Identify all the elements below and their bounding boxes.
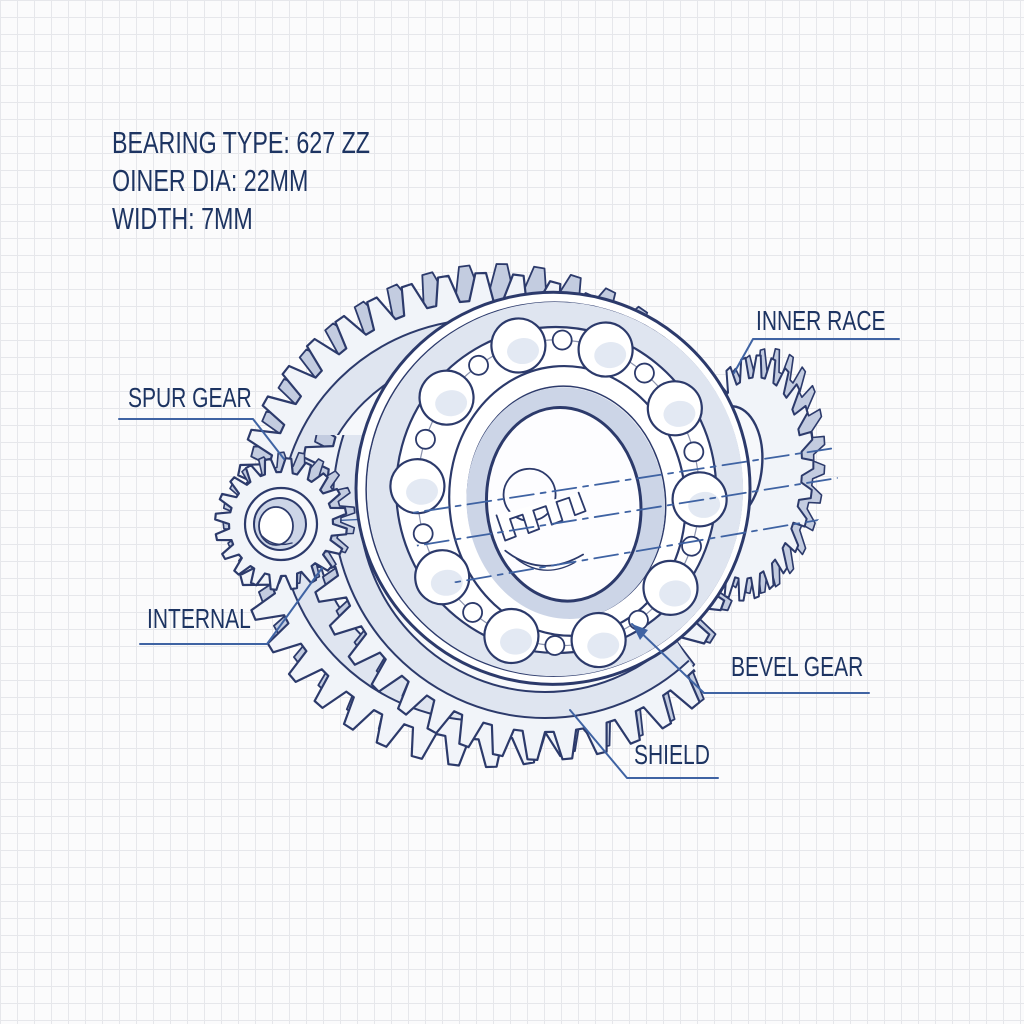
label-shield: SHIELD	[634, 739, 710, 770]
ball-drawing	[646, 380, 703, 437]
cage-rivet-drawing	[462, 602, 484, 623]
leader-spur-gear	[118, 418, 285, 460]
leader-inner-race	[733, 338, 900, 374]
cage-rivet-drawing	[412, 523, 434, 545]
ball-bearing-drawing	[354, 290, 752, 686]
leader-shield	[569, 709, 719, 779]
label-spur-gear: SPUR GEAR	[128, 382, 252, 413]
cage-rivet-drawing	[681, 535, 702, 557]
ball-drawing	[483, 607, 540, 665]
cage-rivet-drawing	[468, 354, 489, 376]
ball-drawing	[490, 317, 547, 374]
cage-rivet-drawing	[415, 428, 436, 450]
cage-rivet-drawing	[551, 329, 573, 351]
cage-rivet-drawing	[544, 635, 566, 656]
label-internal: INTERNAL	[147, 603, 251, 634]
label-bevel-gear: BEVEL GEAR	[731, 651, 864, 682]
spec-line-outer-dia: OINER DIA: 22MM	[112, 163, 309, 198]
spec-line-width: WIDTH: 7MM	[112, 201, 253, 236]
spec-line-bearing-type: BEARING TYPE: 627 ZZ	[112, 125, 370, 160]
spline-shaft-drawing	[495, 491, 587, 542]
ball-drawing	[577, 321, 634, 378]
cage-rivet-drawing	[634, 362, 655, 384]
label-inner-race: INNER RACE	[756, 305, 886, 336]
ball-drawing	[570, 611, 627, 669]
cage-rivet-drawing	[683, 441, 705, 463]
leader-arrowhead	[632, 624, 648, 640]
spur-gear-drawing	[214, 451, 356, 591]
ball-drawing	[642, 559, 699, 616]
ball-drawing	[414, 549, 471, 606]
ball-drawing	[389, 458, 446, 515]
bore-drawing	[484, 405, 643, 603]
callout-leaders	[118, 338, 900, 779]
leader-bevel-gear	[631, 623, 870, 694]
leader-internal	[139, 567, 323, 645]
ball-drawing	[418, 369, 475, 426]
spec-block: BEARING TYPE: 627 ZZ OINER DIA: 22MM WID…	[112, 124, 456, 238]
